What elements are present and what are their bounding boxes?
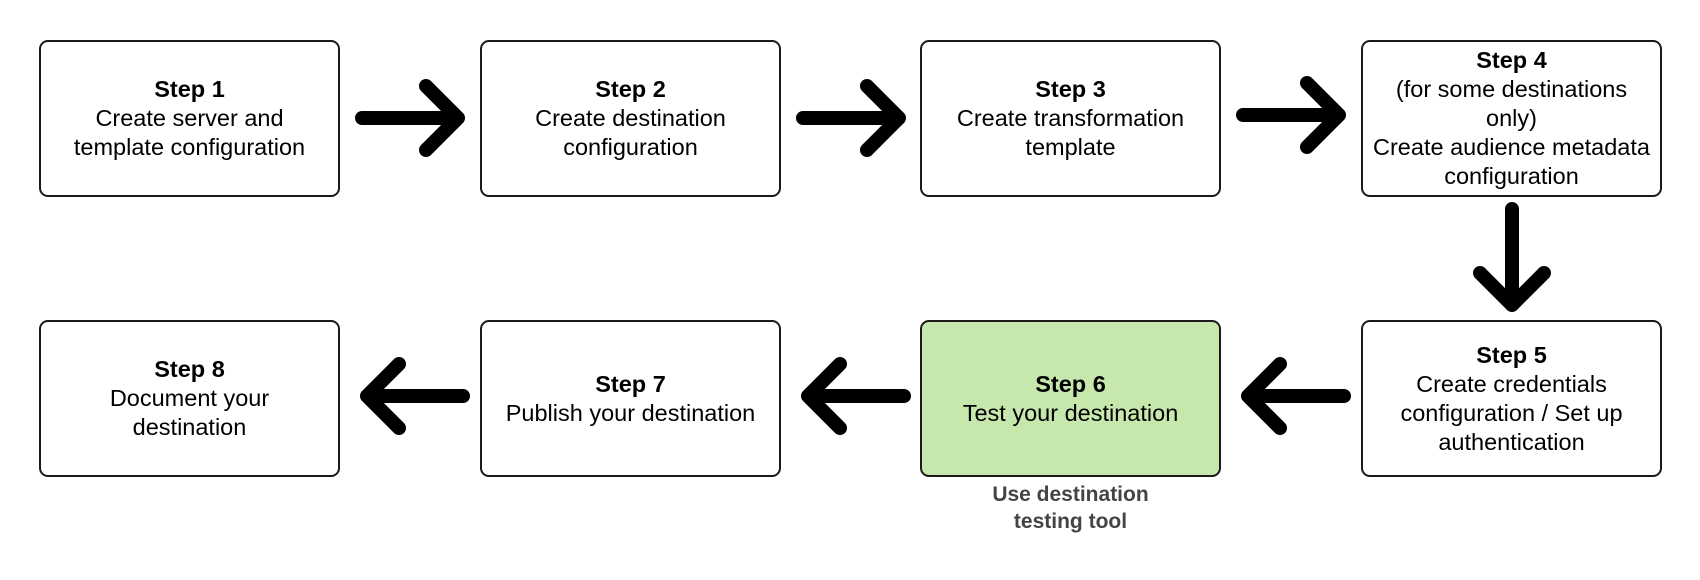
step-5-description: Create credentials configuration / Set u… xyxy=(1400,370,1623,455)
step-3-box: Step 3 Create transformation template xyxy=(920,40,1221,197)
step-6-title: Step 6 xyxy=(1035,370,1106,397)
arrow-down-icon xyxy=(1473,202,1551,312)
step-2-description: Create destination configuration xyxy=(535,105,726,160)
step-5-box: Step 5 Create credentials configuration … xyxy=(1361,320,1662,477)
arrow-right-icon xyxy=(796,79,906,157)
arrow-left-icon xyxy=(801,357,911,435)
step-1-box: Step 1 Create server and template config… xyxy=(39,40,340,197)
step-1-description: Create server and template configuration xyxy=(73,105,306,160)
step-2-box: Step 2 Create destination configuration xyxy=(480,40,781,197)
step-4-box: Step 4 (for some destinations only) Crea… xyxy=(1361,40,1662,197)
step-6-box: Step 6 Test your destination xyxy=(920,320,1221,477)
step-1-title: Step 1 xyxy=(154,76,225,102)
step-2-title: Step 2 xyxy=(595,76,666,102)
arrow-left-icon xyxy=(1241,357,1351,435)
step-8-title: Step 8 xyxy=(154,356,225,382)
step-7-description: Publish your destination xyxy=(505,399,756,426)
step-8-box: Step 8 Document your destination xyxy=(39,320,340,477)
step-8-description: Document your destination xyxy=(109,385,270,440)
step-3-description: Create transformation template xyxy=(956,105,1185,160)
step-4-description: (for some destinations only) Create audi… xyxy=(1373,76,1650,189)
arrow-right-icon xyxy=(355,79,465,157)
step-5-title: Step 5 xyxy=(1476,341,1547,368)
arrow-left-icon xyxy=(360,357,470,435)
step-6-note: Use destination testing tool xyxy=(992,483,1149,533)
step-4-title: Step 4 xyxy=(1476,47,1547,73)
step-7-title: Step 7 xyxy=(595,370,666,397)
step-6-description: Test your destination xyxy=(962,399,1179,426)
step-3-title: Step 3 xyxy=(1035,76,1106,102)
step-7-box: Step 7 Publish your destination xyxy=(480,320,781,477)
arrow-right-icon xyxy=(1236,76,1346,154)
